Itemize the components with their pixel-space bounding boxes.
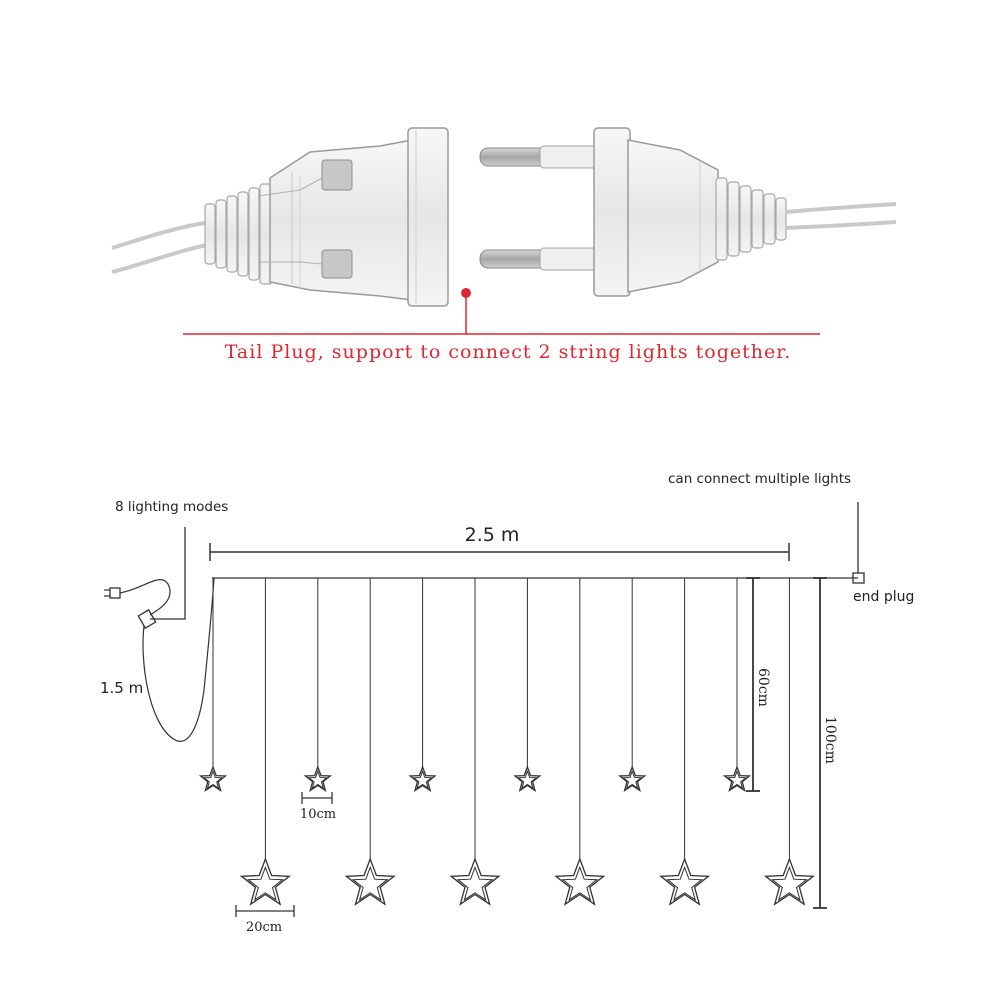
small-star-icon — [198, 765, 228, 792]
star-strands — [198, 578, 815, 906]
large-star-icon — [344, 857, 396, 906]
short-drop-label: 60cm — [755, 668, 771, 707]
width-label: 2.5 m — [465, 524, 520, 546]
power-plug-icon — [104, 579, 171, 616]
small-star-icon — [408, 765, 437, 792]
short-drop-dimension — [746, 577, 760, 792]
curtain-diagram — [104, 502, 865, 917]
large-star-icon — [659, 857, 711, 906]
large-star-icon — [763, 857, 815, 906]
large-star-icon — [449, 857, 501, 906]
large-star-size-label: 20cm — [246, 920, 282, 935]
small-star-size-label: 10cm — [300, 807, 336, 822]
small-star-size-bracket — [301, 792, 333, 804]
large-star-icon — [239, 857, 291, 906]
small-star-icon — [722, 765, 752, 792]
end-plug-label: end plug — [853, 589, 914, 605]
female-tail-plug — [111, 127, 449, 307]
long-drop-label: 100cm — [822, 716, 838, 764]
power-cable — [142, 577, 215, 742]
connect-multiple-label: can connect multiple lights — [668, 471, 851, 487]
controller-box — [137, 609, 157, 629]
tail-plug-caption: Tail Plug, support to connect 2 string l… — [225, 341, 792, 363]
large-star-icon — [554, 857, 606, 906]
large-star-size-bracket — [235, 905, 295, 917]
small-star-icon — [303, 765, 332, 792]
lighting-modes-label: 8 lighting modes — [115, 499, 228, 515]
small-star-icon — [618, 765, 647, 792]
long-drop-dimension — [813, 577, 827, 909]
small-star-icon — [513, 765, 542, 792]
male-plug — [479, 127, 897, 297]
tail-plug-callout: Tail Plug, support to connect 2 string l… — [183, 288, 820, 363]
cable-length-label: 1.5 m — [100, 679, 143, 697]
width-dimension — [209, 543, 790, 561]
modes-leader — [150, 527, 186, 620]
end-plug-icon — [852, 502, 865, 584]
